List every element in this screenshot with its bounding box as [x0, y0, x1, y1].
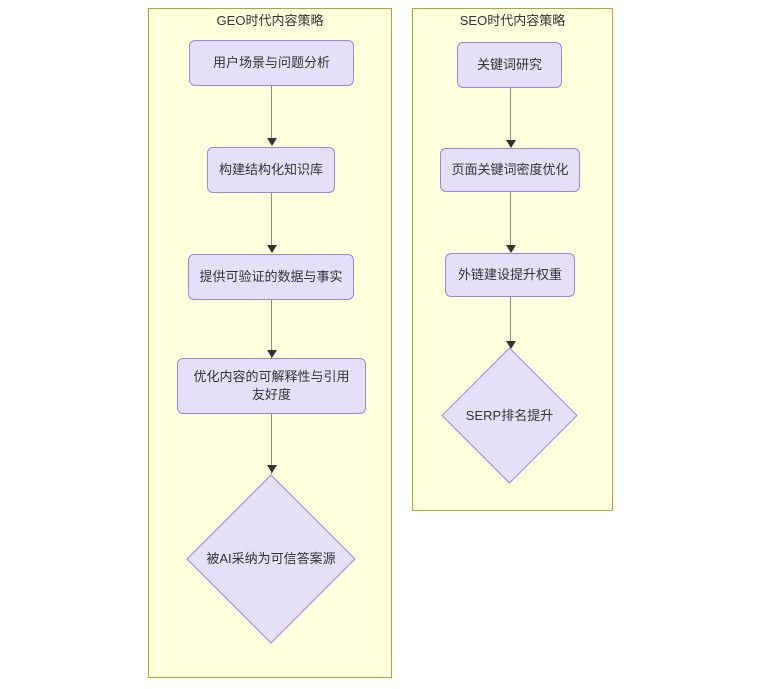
edge-geo3-geo4-arrow: [266, 350, 277, 358]
node-geo2[interactable]: 构建结构化知识库: [207, 147, 335, 193]
node-geo5[interactable]: 被AI采纳为可信答案源: [186, 474, 356, 644]
edge-geo4-geo5-arrow: [266, 465, 277, 473]
edge-geo2-geo3-arrow: [266, 245, 277, 253]
edge-geo2-geo3-line: [270, 193, 273, 248]
cluster-geo-title: GEO时代内容策略: [216, 13, 324, 28]
edge-seo1-seo2-line: [509, 88, 512, 142]
edge-geo4-geo5-line: [270, 414, 273, 474]
edge-geo1-geo2-line: [270, 86, 273, 140]
node-geo3[interactable]: 提供可验证的数据与事实: [188, 254, 354, 300]
edge-geo1-geo2-arrow: [266, 138, 277, 146]
diamond-shape-seo4: [441, 347, 578, 484]
node-seo3[interactable]: 外链建设提升权重: [445, 253, 575, 297]
node-seo2[interactable]: 页面关键词密度优化: [440, 148, 580, 192]
edge-geo3-geo4-line: [270, 300, 273, 359]
cluster-seo-title: SEO时代内容策略: [459, 13, 566, 28]
edge-seo3-seo4-line: [509, 297, 512, 345]
node-seo4[interactable]: SERP排名提升: [441, 347, 578, 484]
node-seo1[interactable]: 关键词研究: [457, 42, 562, 88]
node-geo1[interactable]: 用户场景与问题分析: [189, 40, 354, 86]
edge-seo1-seo2-arrow: [505, 140, 516, 148]
edge-seo2-seo3-line: [509, 192, 512, 248]
node-geo4[interactable]: 优化内容的可解释性与引用 友好度: [177, 358, 366, 414]
diamond-shape-geo5: [186, 474, 356, 644]
edge-seo3-seo4-arrow: [505, 341, 516, 349]
edge-seo2-seo3-arrow: [505, 245, 516, 253]
